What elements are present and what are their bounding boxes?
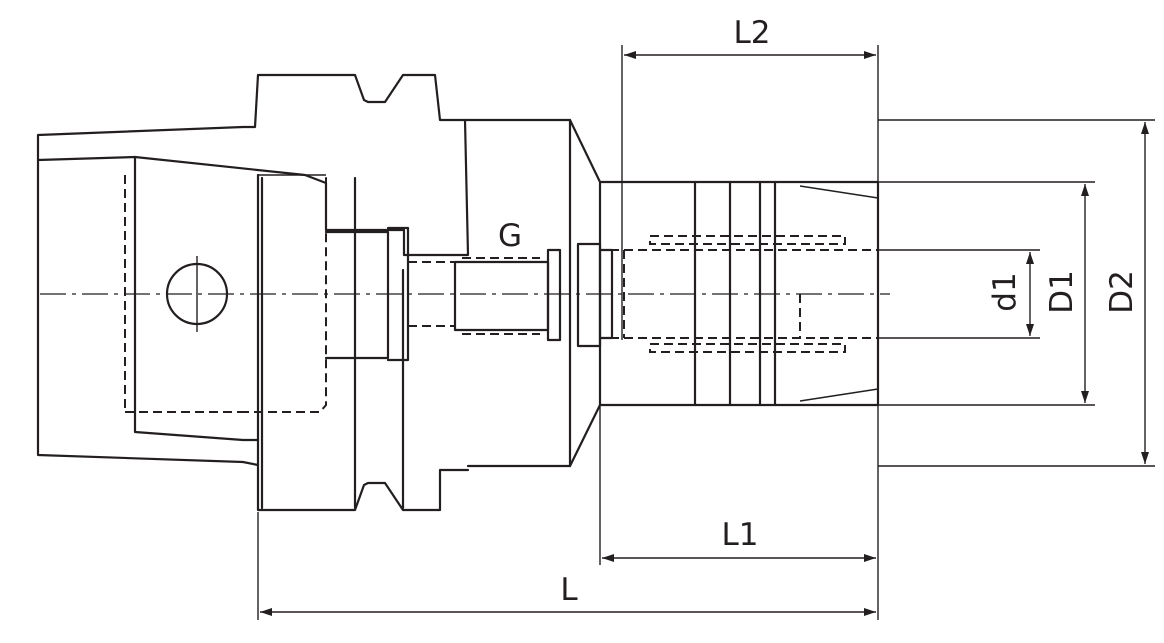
label-d1-small: d1: [987, 272, 1023, 311]
flange: [256, 173, 470, 512]
label-g: G: [498, 218, 522, 254]
body: [463, 118, 602, 468]
dimension-lines: [260, 51, 1149, 616]
extension-lines: [257, 45, 1155, 620]
taper-outline: [36, 158, 260, 467]
label-l: L: [560, 572, 578, 608]
label-d2: D2: [1104, 270, 1140, 314]
dimension-labels: L2 L1 L G d1 D1 D2: [498, 15, 1140, 608]
label-l2: L2: [734, 15, 771, 51]
label-d1: D1: [1044, 270, 1080, 314]
label-l1: L1: [722, 517, 759, 553]
flange-outline: [256, 173, 470, 512]
nose-bore-dashed: [610, 249, 878, 339]
body-outline: [463, 118, 602, 468]
taper-section-hatch: [36, 73, 470, 257]
